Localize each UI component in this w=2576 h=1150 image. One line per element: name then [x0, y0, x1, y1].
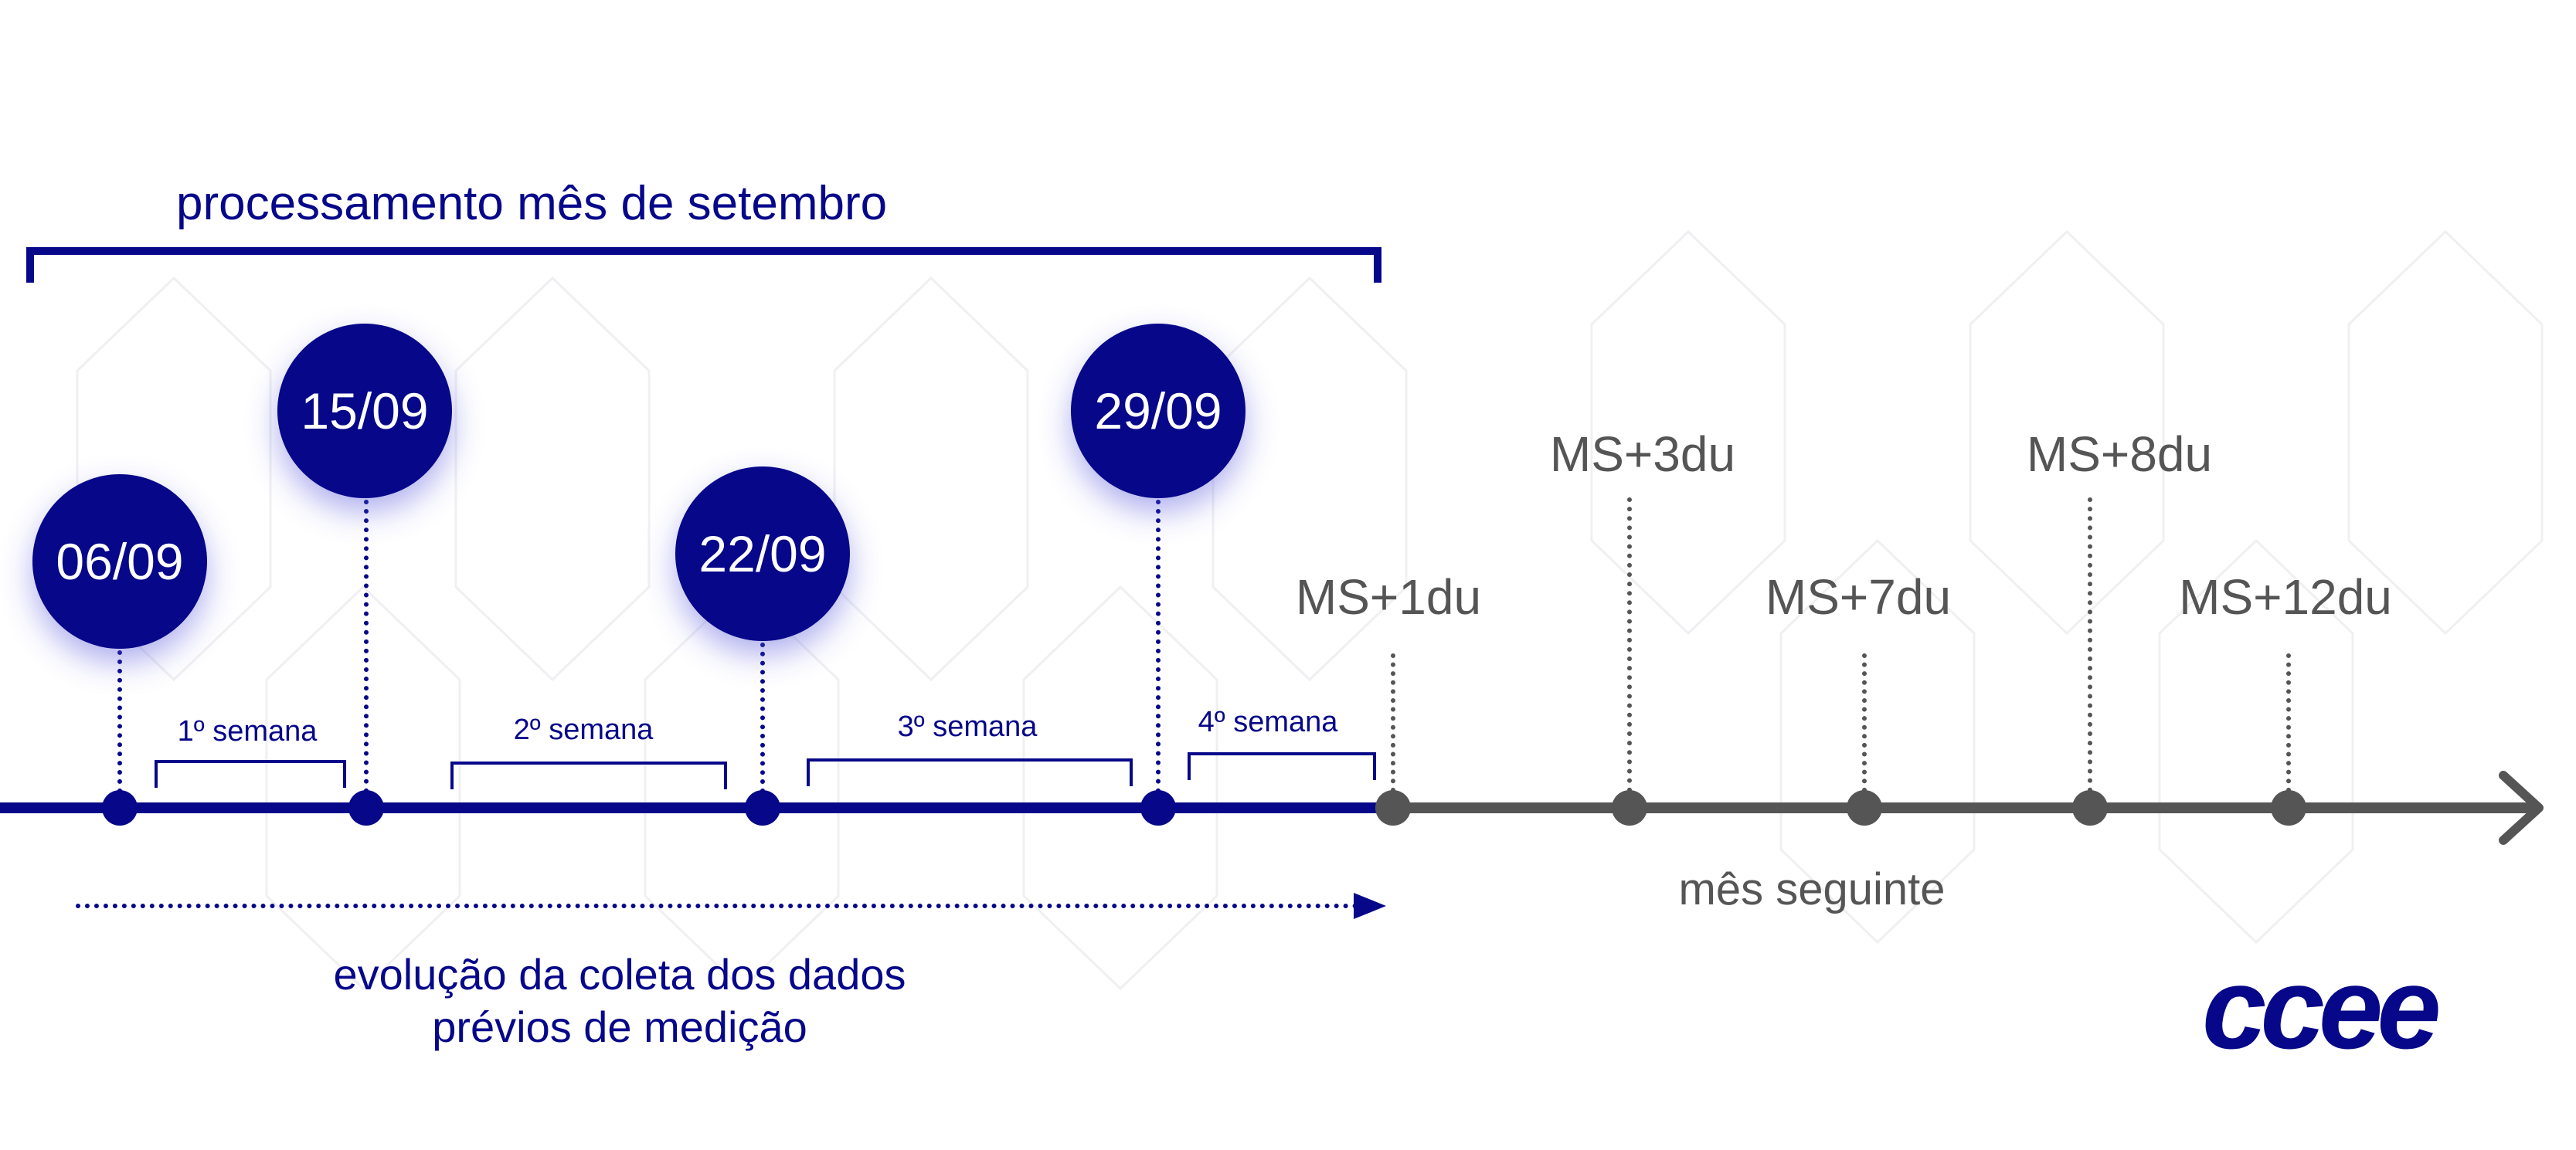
- collection-description: evolução da coleta dos dados prévios de …: [334, 948, 906, 1053]
- timeline-dot: [102, 790, 138, 826]
- milestone-label-ms3du: MS+3du: [1549, 426, 1736, 482]
- week-bracket-2: [450, 762, 727, 789]
- connector-0609: [117, 650, 122, 793]
- week-label-1: 1º semana: [177, 715, 318, 748]
- connector-1509: [364, 500, 369, 793]
- milestone-connector: [2088, 497, 2092, 792]
- date-circle-2909: 29/09: [1071, 324, 1246, 498]
- date-label: 29/09: [1094, 382, 1222, 439]
- processing-month-title: processamento mês de setembro: [176, 177, 888, 230]
- date-circle-2209: 22/09: [675, 466, 850, 641]
- milestone-dot: [2072, 790, 2108, 826]
- week-bracket-1: [155, 760, 346, 788]
- milestone-label-ms7du: MS+7du: [1765, 569, 1952, 625]
- week-label-2: 2º semana: [513, 714, 654, 746]
- milestone-connector: [1862, 653, 1867, 792]
- collection-progress-arrow: [76, 904, 1358, 908]
- milestone-connector: [1627, 497, 1632, 792]
- date-label: 06/09: [56, 533, 184, 590]
- milestone-label-ms8du: MS+8du: [2026, 426, 2213, 482]
- timeline-dot: [348, 790, 384, 826]
- milestone-label-ms1du: MS+1du: [1295, 569, 1482, 625]
- arrow-head-icon: [2499, 771, 2544, 845]
- timeline-dot: [745, 790, 780, 826]
- week-label-3: 3º semana: [897, 711, 1038, 743]
- date-circle-1509: 15/09: [277, 324, 452, 498]
- timeline-dot: [1140, 790, 1176, 826]
- milestone-label-ms12du: MS+12du: [2179, 569, 2392, 625]
- date-circle-0609: 06/09: [32, 474, 207, 649]
- collection-label-line2: prévios de medição: [432, 1002, 807, 1051]
- timeline-axis-current-month: [0, 802, 1393, 813]
- date-label: 22/09: [698, 525, 827, 582]
- milestone-dot: [1375, 790, 1411, 826]
- connector-2209: [760, 643, 765, 793]
- week-bracket-3: [807, 758, 1133, 786]
- week-label-4: 4º semana: [1198, 706, 1338, 738]
- milestone-connector: [1391, 653, 1395, 792]
- date-label: 15/09: [301, 382, 429, 439]
- milestone-dot: [1847, 790, 1882, 826]
- timeline-axis-next-month: [1393, 802, 2537, 813]
- week-bracket-4: [1188, 752, 1376, 780]
- arrow-head-icon: [1354, 893, 1386, 919]
- next-month-label: mês seguinte: [1678, 864, 1946, 914]
- milestone-dot: [2271, 790, 2306, 826]
- ccee-logo: ccee: [2202, 943, 2442, 1073]
- milestone-connector: [2286, 653, 2291, 792]
- processing-month-bracket: [26, 247, 1381, 283]
- collection-label-line1: evolução da coleta dos dados: [333, 950, 906, 999]
- milestone-dot: [1612, 790, 1647, 826]
- connector-2909: [1156, 500, 1161, 793]
